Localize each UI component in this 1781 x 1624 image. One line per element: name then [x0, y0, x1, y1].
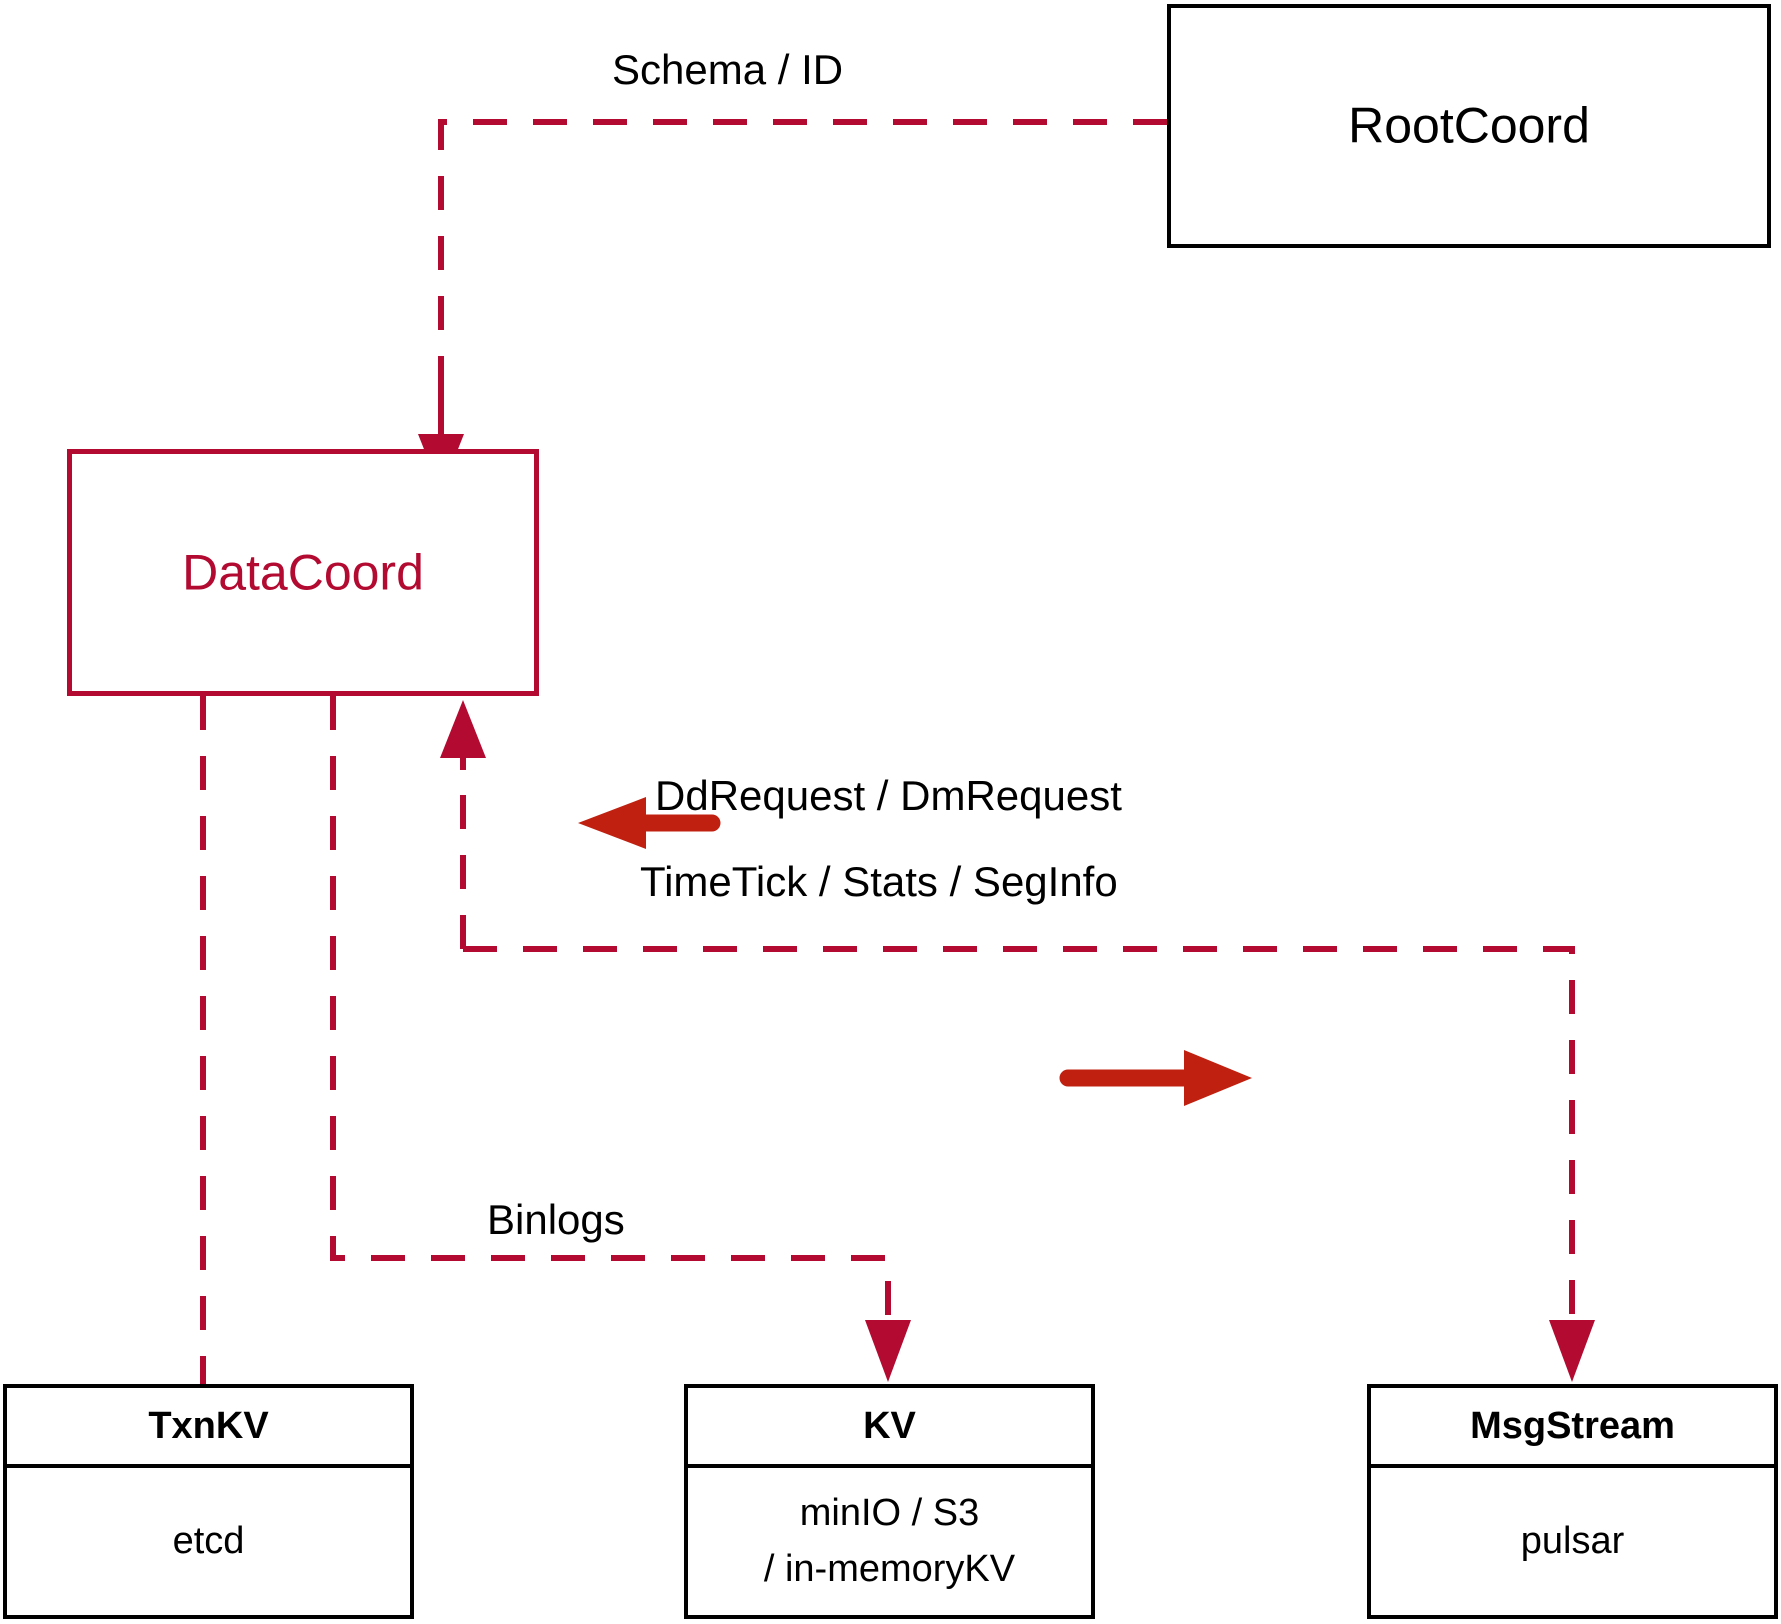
edge-msgstream-to-datacoord	[440, 700, 486, 949]
node-msgstream-body-line: pulsar	[1520, 1519, 1625, 1562]
outbound-direction-arrow	[1059, 1050, 1252, 1106]
node-datacoord-label: DataCoord	[182, 544, 424, 600]
node-msgstream[interactable]: MsgStream pulsar	[1367, 1384, 1778, 1619]
node-txnkv-body-line: etcd	[172, 1519, 245, 1562]
node-txnkv-header: TxnKV	[7, 1388, 410, 1468]
node-kv[interactable]: KV minIO / S3 / in-memoryKV	[684, 1384, 1095, 1619]
node-txnkv[interactable]: TxnKV etcd	[3, 1384, 414, 1619]
node-kv-body: minIO / S3 / in-memoryKV	[688, 1468, 1091, 1615]
node-kv-body-line: minIO / S3	[799, 1492, 980, 1535]
edge-rootcoord-to-datacoord	[418, 119, 1167, 492]
edge-label-schema-id: Schema / ID	[612, 46, 844, 93]
node-kv-header: KV	[688, 1388, 1091, 1468]
node-txnkv-body: etcd	[7, 1468, 410, 1615]
node-msgstream-header: MsgStream	[1371, 1388, 1774, 1468]
edge-label-timetick-stats-seginfo: TimeTick / Stats / SegInfo	[640, 858, 1118, 905]
edge-label-dd-dm-request: DdRequest / DmRequest	[655, 772, 1122, 819]
edge-label-binlogs: Binlogs	[487, 1196, 625, 1243]
node-msgstream-body: pulsar	[1371, 1468, 1774, 1615]
node-rootcoord[interactable]: RootCoord	[1167, 4, 1771, 248]
node-kv-body-line: / in-memoryKV	[763, 1547, 1016, 1590]
node-datacoord[interactable]: DataCoord	[67, 449, 539, 696]
edge-datacoord-to-msgstream	[463, 946, 1595, 1382]
node-rootcoord-label: RootCoord	[1348, 97, 1590, 154]
